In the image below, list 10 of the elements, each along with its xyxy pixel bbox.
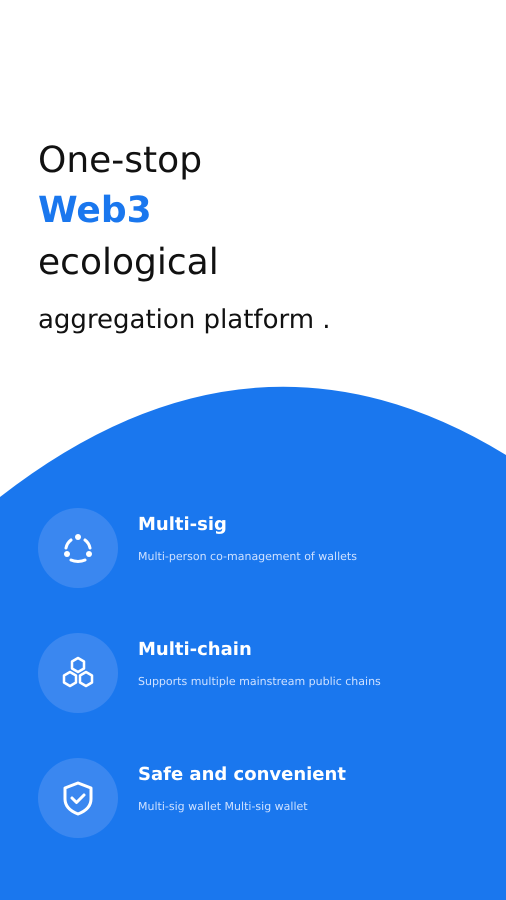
subheading: aggregation platform . — [38, 305, 331, 335]
headline: ecological — [38, 242, 219, 283]
feature-title: Safe and convenient — [138, 764, 346, 785]
feature-title: Multi-sig — [138, 514, 227, 535]
feature-description: Supports multiple mainstream public chains — [138, 675, 381, 688]
feature-description: Multi-person co-management of wallets — [138, 550, 357, 563]
headline: One-stop — [38, 140, 202, 181]
feature-description: Multi-sig wallet Multi-sig wallet — [138, 800, 308, 813]
feature-title: Multi-chain — [138, 639, 252, 660]
headline: Web3 — [38, 190, 152, 231]
